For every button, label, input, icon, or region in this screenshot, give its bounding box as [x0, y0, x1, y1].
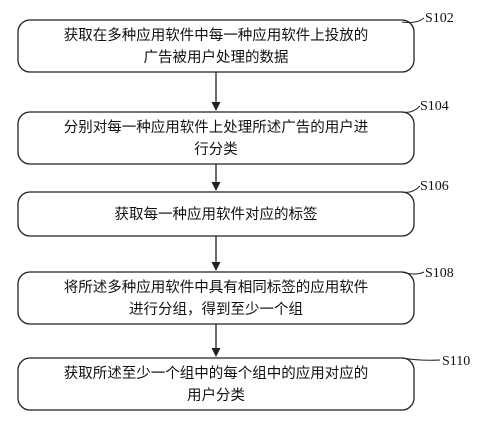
- step-text-line: 获取所述至少一个组中的每个组中的应用对应的: [64, 364, 369, 382]
- step-text-line: 进行分组，得到至少一个组: [129, 301, 303, 318]
- step-text-line: 行分类: [194, 141, 238, 158]
- step-text-line: 用户分类: [187, 387, 245, 404]
- step-id-label: S102: [425, 11, 454, 26]
- flow-arrow: [211, 324, 221, 357]
- step-box: [17, 357, 415, 411]
- label-leader-line: [401, 17, 425, 23]
- flow-arrow: [211, 164, 221, 191]
- step-id-label: S104: [420, 99, 449, 114]
- step-text-line: 获取在多种应用软件中每一种应用软件上投放的: [64, 26, 369, 44]
- step-id-label: S106: [420, 179, 449, 194]
- step-s106: 获取每一种应用软件对应的标签 S106: [17, 179, 449, 237]
- step-text-line: 获取每一种应用软件对应的标签: [115, 205, 318, 223]
- flow-arrow: [211, 72, 221, 111]
- step-text-line: 将所述多种应用软件中具有相同标签的应用软件: [64, 278, 369, 296]
- step-id-label: S110: [442, 354, 470, 369]
- label-leader-line: [401, 185, 421, 193]
- step-text-line: 分别对每一种应用软件上处理所述广告的用户进: [64, 118, 369, 136]
- label-leader-line: [401, 357, 441, 361]
- label-leader-line: [401, 105, 421, 113]
- label-leader-line: [401, 271, 425, 275]
- step-text-line: 广告被用户处理的数据: [144, 49, 289, 66]
- step-id-label: S108: [425, 266, 454, 281]
- flow-arrow: [211, 236, 221, 271]
